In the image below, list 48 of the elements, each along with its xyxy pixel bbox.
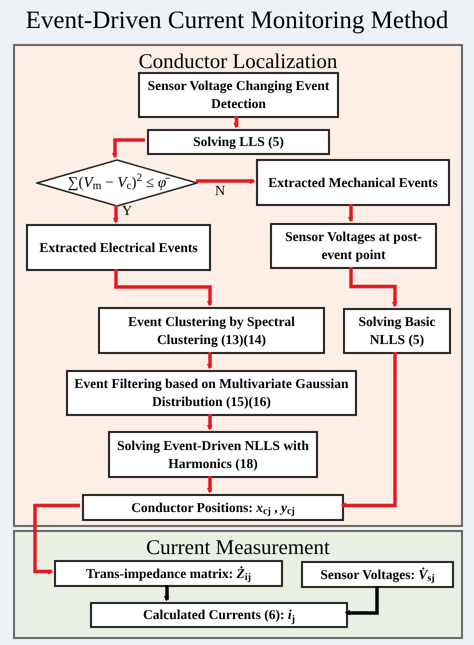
process-label: Extracted Mechanical Events	[268, 174, 438, 192]
section-heading: Current Measurement	[145, 534, 331, 560]
process-label: Trans-impedance matrix: Ż$_{ij}$	[86, 564, 251, 582]
section-heading: Conductor Localization	[138, 48, 338, 74]
process-box	[343, 308, 451, 354]
process-label: Solving Event-Driven NLLS with Harmonics (18)	[116, 436, 310, 472]
process-label: Extracted Electrical Events	[39, 238, 198, 256]
process-label: Solving Basic NLLS (5)	[358, 313, 436, 349]
process-box	[108, 431, 318, 478]
process-box	[90, 602, 348, 628]
process-box	[301, 561, 454, 588]
flow-arrow	[233, 116, 239, 128]
flow-arrow	[206, 414, 212, 430]
process-box	[147, 129, 330, 155]
decision-diamond	[36, 159, 198, 207]
flow-arrow	[340, 352, 397, 508]
flow-arrow	[344, 586, 379, 616]
flow-arrow	[349, 267, 398, 308]
process-box	[82, 494, 344, 521]
process-box	[66, 370, 357, 416]
process-box	[138, 72, 339, 118]
diagram-title: Event-Driven Current Monitoring Method	[24, 6, 450, 36]
flow-arrow	[206, 352, 212, 370]
process-label: Sensor Voltages at post-event point	[284, 228, 423, 264]
flow-arrow	[164, 585, 170, 602]
section-panel	[13, 44, 463, 527]
process-box	[26, 224, 211, 271]
flow-arrow	[348, 204, 354, 222]
process-box	[256, 159, 450, 206]
process-label: Sensor Voltages: V̇$_{sj}$	[320, 566, 435, 584]
process-label: Conductor Positions: x$_{cj}$ , y$_{cj}$	[131, 498, 295, 516]
flow-arrow	[112, 138, 145, 158]
section-panel	[13, 530, 463, 639]
flow-arrow	[33, 504, 80, 575]
process-box	[54, 560, 283, 587]
process-label: Event Clustering by Spectral Clustering (13)(14)	[127, 312, 296, 348]
process-label: Event Filtering based on Multivariate Gaussian Distribution (15)(16)	[73, 375, 350, 411]
flow-arrow	[114, 269, 212, 306]
flow-arrow	[112, 205, 118, 224]
process-label: Calculated Currents (6): i$_{j}$	[143, 606, 295, 624]
process-label: Solving LLS (5)	[193, 133, 284, 151]
process-box	[98, 307, 325, 354]
process-box	[270, 223, 437, 269]
edge-label: N	[215, 184, 226, 200]
flow-arrow	[206, 476, 212, 494]
edge-label: Y	[122, 204, 132, 220]
flow-arrow	[196, 178, 256, 184]
process-label: Sensor Voltage Changing Event Detection	[146, 77, 330, 113]
